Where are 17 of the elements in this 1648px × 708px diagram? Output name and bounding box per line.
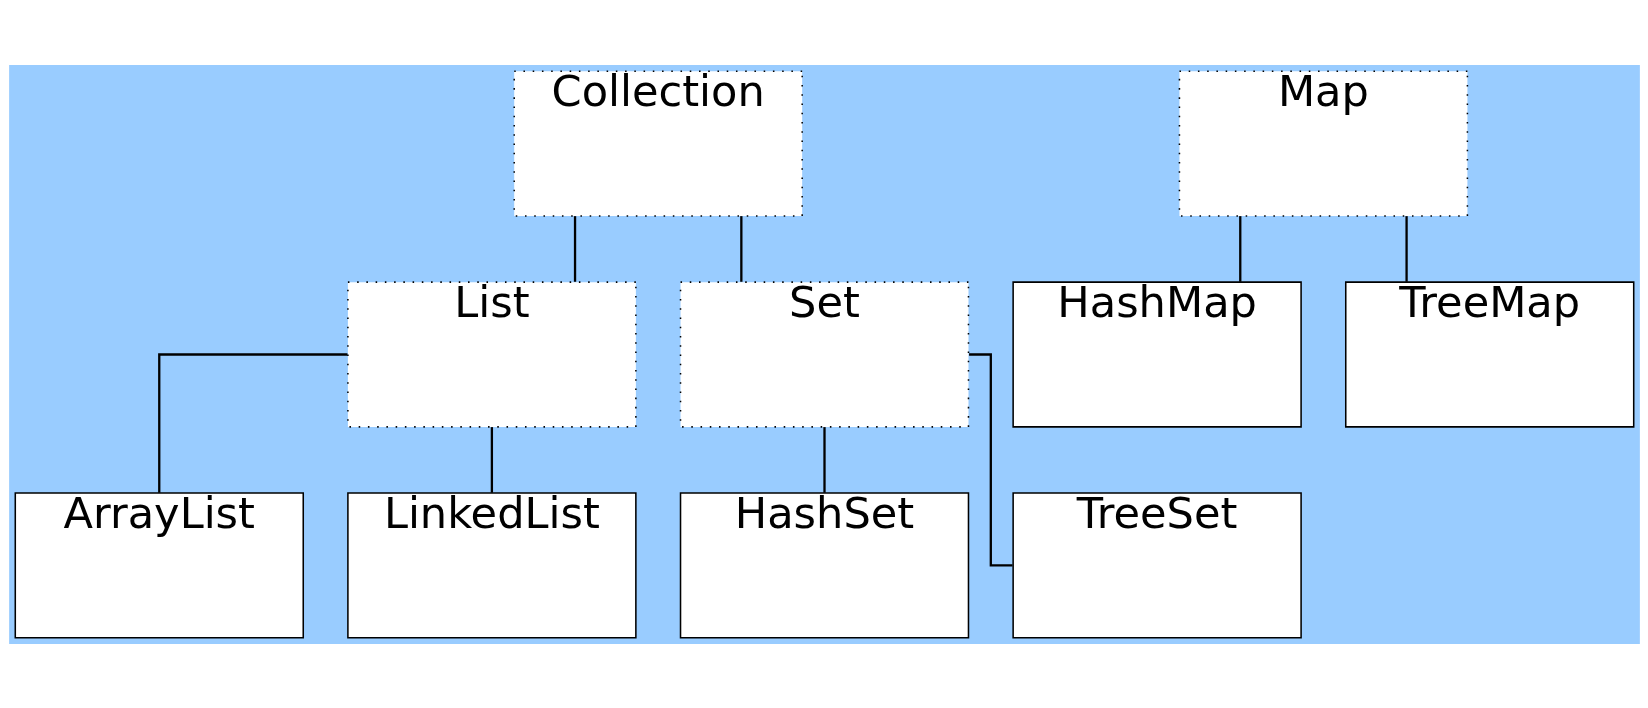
connector: [1238, 215, 1241, 282]
node-box: TreeSet: [1011, 491, 1302, 639]
node-box: Map: [1178, 69, 1468, 217]
connector: [157, 352, 347, 493]
node-box: TreeMap: [1344, 280, 1634, 428]
connector: [573, 215, 576, 282]
node-box: HashMap: [1011, 280, 1302, 428]
node-box: ArrayList: [14, 491, 304, 639]
node-box: HashSet: [679, 491, 969, 639]
connector: [490, 426, 493, 493]
node-box: Set: [679, 280, 969, 428]
node-box: LinkedList: [346, 491, 637, 639]
connector: [822, 426, 826, 493]
connector: [739, 215, 742, 282]
node-box: Collection: [512, 69, 803, 217]
connector: [1404, 215, 1408, 282]
node-box: List: [346, 280, 637, 428]
